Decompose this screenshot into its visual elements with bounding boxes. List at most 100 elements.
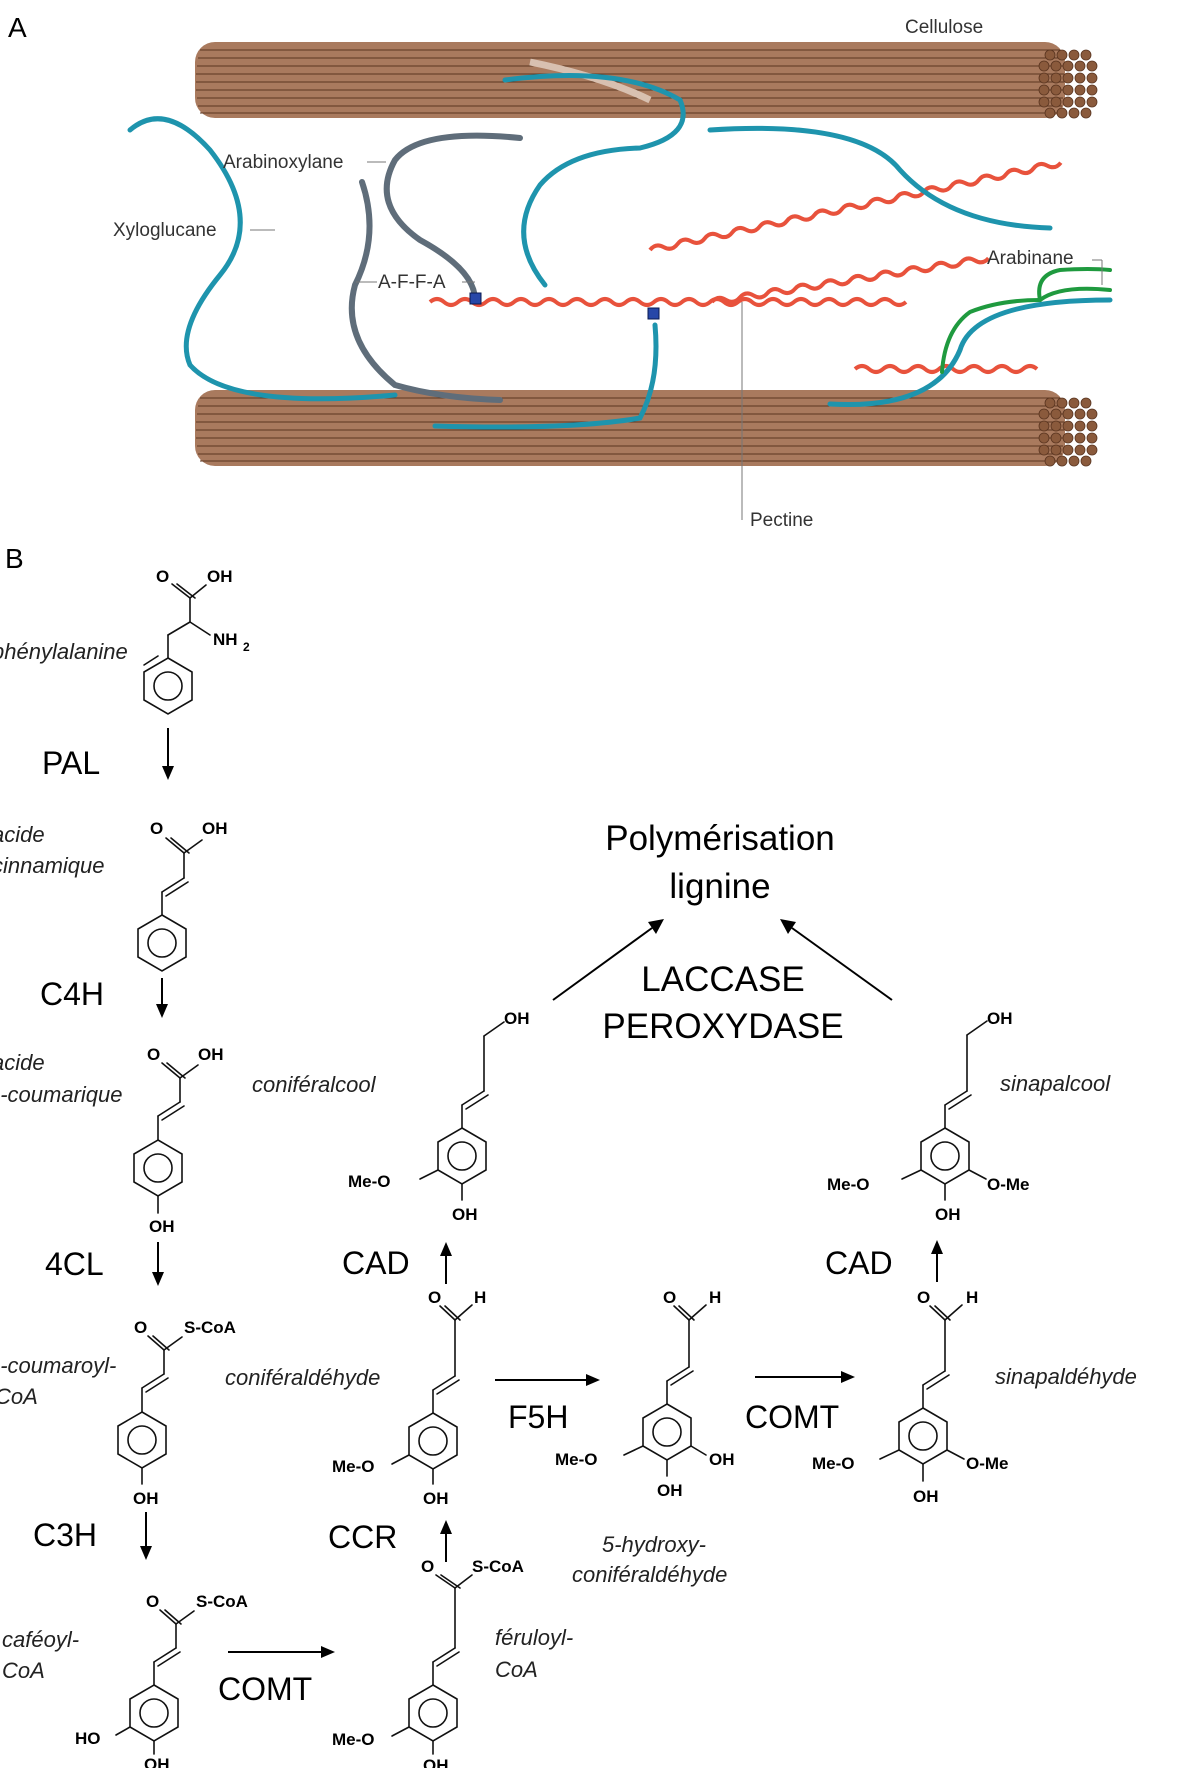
enzyme-cad-1: CAD	[342, 1245, 410, 1281]
atom-label: OH	[657, 1481, 683, 1500]
atom-label: Me-O	[827, 1175, 870, 1194]
arrow-head	[780, 919, 796, 934]
molecule-coniferaldehyde	[391, 1304, 473, 1485]
molecule-5-hydroxy-coniferaldehyde	[623, 1304, 707, 1477]
enzyme-pal: PAL	[42, 745, 100, 781]
enzyme-comt-1: COMT	[218, 1671, 312, 1707]
label-xyloglucane: Xyloglucane	[113, 220, 217, 241]
molecule-sinapaldehyde	[879, 1304, 965, 1482]
compound-hydroxy-1: 5-hydroxy-	[602, 1532, 706, 1557]
panel-label-a: A	[8, 12, 27, 43]
atom-label: OH	[423, 1756, 449, 1768]
atom-label: H	[709, 1288, 721, 1307]
enzyme-peroxydase: PEROXYDASE	[602, 1007, 843, 1046]
atom-label: OH	[709, 1450, 735, 1469]
atom-label: Me-O	[555, 1450, 598, 1469]
molecule-sinapalcool	[901, 1020, 988, 1201]
atom-label: O	[421, 1557, 434, 1576]
compound-cafeoyl-2: CoA	[2, 1658, 45, 1683]
atom-label: H	[966, 1288, 978, 1307]
atom-label: O-Me	[966, 1454, 1009, 1473]
molecule-phenylalanine	[143, 583, 211, 715]
atom-label: S-CoA	[196, 1592, 248, 1611]
atom-label: OH	[935, 1205, 961, 1224]
label-arabinane: Arabinane	[987, 248, 1074, 269]
compound-feruloyl-1: féruloyl-	[495, 1625, 573, 1650]
enzyme-c3h: C3H	[33, 1517, 97, 1553]
atom-label: OH	[452, 1205, 478, 1224]
compound-cinnamic-1: acide	[0, 822, 45, 847]
atom-label: HO	[75, 1729, 101, 1748]
atom-label: OH	[133, 1489, 159, 1508]
enzyme-4cl: 4CL	[45, 1246, 104, 1282]
atom-label: OH	[144, 1755, 170, 1768]
label-arabinoxylane: Arabinoxylane	[223, 152, 343, 173]
atom-label: O	[150, 819, 163, 838]
label-pectine: Pectine	[750, 510, 813, 531]
atom-label: OH	[202, 819, 228, 838]
atom-label: O	[134, 1318, 147, 1337]
polymerisation-title: Polymérisation	[605, 819, 835, 858]
enzyme-c4h: C4H	[40, 976, 104, 1012]
atom-label: S-CoA	[184, 1318, 236, 1337]
compound-cafeoyl-1: caféoyl-	[2, 1627, 79, 1652]
molecule-feruloyl-coa	[391, 1574, 473, 1755]
arabinoxylane-chains	[348, 132, 523, 403]
atom-label: OH	[913, 1487, 939, 1506]
arabinane-chains	[940, 267, 1112, 374]
molecule-p-coumaric-acid	[133, 1062, 199, 1214]
molecule-cinnamic-acid	[137, 837, 203, 972]
atom-label: NH	[213, 630, 238, 649]
atom-label: Me-O	[812, 1454, 855, 1473]
enzyme-cad-2: CAD	[825, 1245, 893, 1281]
atom-label: O	[147, 1045, 160, 1064]
enzyme-f5h: F5H	[508, 1399, 568, 1435]
compound-coumaroyl-2: CoA	[0, 1384, 38, 1409]
atom-label: O-Me	[987, 1175, 1030, 1194]
atom-label: O	[428, 1288, 441, 1307]
compound-hydroxy-2: coniféraldéhyde	[572, 1562, 727, 1587]
atom-label: OH	[207, 567, 233, 586]
compound-sinapalcool: sinapalcool	[1000, 1071, 1111, 1096]
compound-coniferaldehyde: coniféraldéhyde	[225, 1365, 380, 1390]
molecule-p-coumaroyl-coa	[117, 1335, 183, 1485]
xyloglucane-chains	[127, 73, 1113, 430]
crosslink-square	[647, 307, 660, 320]
atom-label: OH	[198, 1045, 224, 1064]
compound-sinapaldehyde: sinapaldéhyde	[995, 1364, 1137, 1389]
compound-coumaric-2: p-coumarique	[0, 1082, 123, 1107]
label-cellulose: Cellulose	[905, 17, 983, 38]
atom-label: Me-O	[332, 1730, 375, 1749]
enzyme-laccase: LACCASE	[641, 960, 804, 999]
enzyme-ccr: CCR	[328, 1519, 397, 1555]
compound-coniferalcool: coniféralcool	[252, 1072, 377, 1097]
panel-label-b: B	[5, 543, 24, 574]
cellulose-fibril-top	[195, 42, 1098, 119]
molecule-coniferalcool	[419, 1021, 505, 1201]
compound-feruloyl-2: CoA	[495, 1657, 538, 1682]
molecule-caffeoyl-coa	[115, 1609, 195, 1755]
atom-label: OH	[149, 1217, 175, 1236]
atom-label: O	[146, 1592, 159, 1611]
compound-coumaroyl-1: p-coumaroyl-	[0, 1353, 116, 1378]
enzyme-comt-2: COMT	[745, 1399, 839, 1435]
polymerisation-subtitle: lignine	[669, 867, 770, 906]
atom-label: Me-O	[348, 1172, 391, 1191]
label-affa: A-F-F-A	[378, 272, 446, 293]
crosslink-square	[469, 292, 482, 305]
atom-label: O	[156, 567, 169, 586]
atom-label: Me-O	[332, 1457, 375, 1476]
compound-coumaric-1: acide	[0, 1050, 45, 1075]
atom-label: O	[663, 1288, 676, 1307]
arrow-head	[648, 919, 664, 934]
compound-cinnamic-2: cinnamique	[0, 853, 105, 878]
compound-phenylalanine: phénylalanine	[0, 639, 128, 664]
atom-label: OH	[423, 1489, 449, 1508]
atom-label: 2	[243, 640, 250, 654]
atom-label: OH	[504, 1009, 530, 1028]
atom-label: H	[474, 1288, 486, 1307]
atom-label: S-CoA	[472, 1557, 524, 1576]
pectine-chains	[428, 161, 1063, 374]
atom-label: OH	[987, 1009, 1013, 1028]
